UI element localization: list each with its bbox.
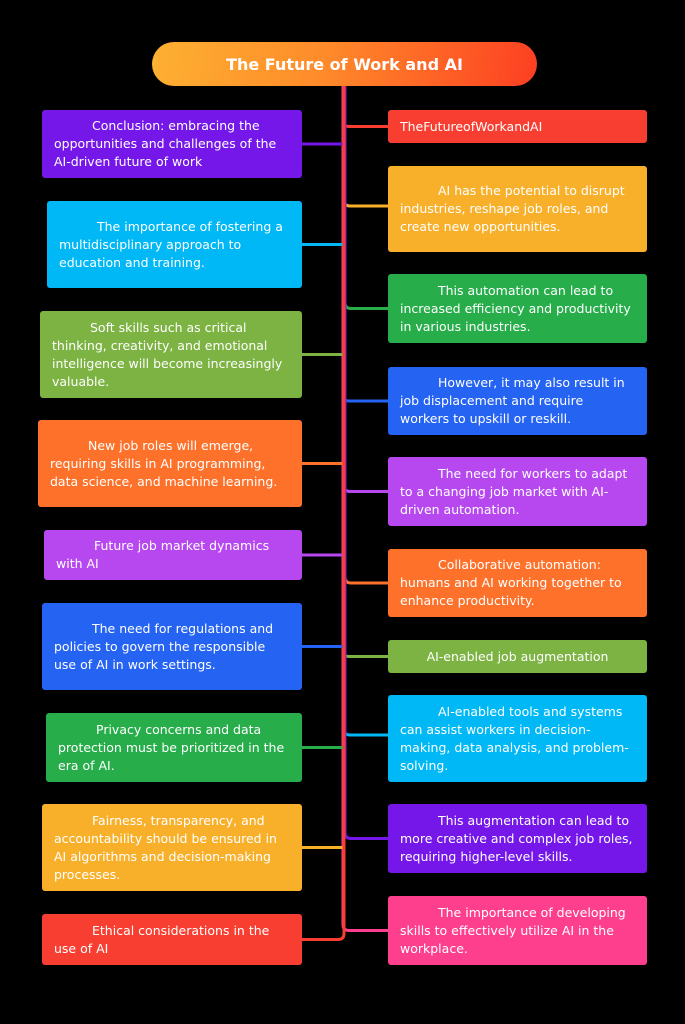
left-topic-ethical-considerations-in-the-use-of-ai[interactable]: Ethical considerations in the use of AI xyxy=(42,914,302,965)
right-topic-collaborative-automation-humans-and-ai-w[interactable]: Collaborative automation: humans and AI … xyxy=(388,549,647,617)
topic-label: However, it may also result in job displ… xyxy=(400,375,625,426)
right-topic-ai-enabled-tools-and-systems-can-assist-[interactable]: AI-enabled tools and systems can assist … xyxy=(388,695,647,782)
topic-label: AI-enabled tools and systems can assist … xyxy=(400,703,629,773)
topic-label: This augmentation can lead to more creat… xyxy=(400,812,633,864)
topic-label: Privacy concerns and data protection mus… xyxy=(58,721,285,773)
topic-label: The need for workers to adapt to a chang… xyxy=(400,465,628,517)
topic-label: Conclusion: embracing the opportunities … xyxy=(54,118,277,169)
root-topic-label: The Future of Work and AI xyxy=(226,54,463,74)
topic-label: The need for regulations and policies to… xyxy=(54,620,274,672)
left-topic-privacy-concerns-and-data-protection-mus[interactable]: Privacy concerns and data protection mus… xyxy=(46,713,302,782)
left-topic-the-need-for-regulations-and-policies-to[interactable]: The need for regulations and policies to… xyxy=(42,603,302,690)
topic-label: Fairness, transparency, and accountabili… xyxy=(54,812,277,882)
right-topic-ai-has-the-potential-to-disrupt-industri[interactable]: AI has the potential to disrupt industri… xyxy=(388,166,647,252)
right-topic-the-importance-of-developing-skills-to-e[interactable]: The importance of developing skills to e… xyxy=(388,896,647,965)
left-topic-the-importance-of-fostering-a-multidisci[interactable]: The importance of fostering a multidisci… xyxy=(47,201,302,288)
left-topic-fairness-transparency-and-accountability[interactable]: Fairness, transparency, and accountabili… xyxy=(42,804,302,891)
topic-label: Future job market dynamics with AI xyxy=(56,538,270,571)
topic-label: AI has the potential to disrupt industri… xyxy=(400,183,625,234)
root-topic[interactable]: The Future of Work and AI xyxy=(152,42,537,86)
left-topic-new-job-roles-will-emerge-requiring-skil[interactable]: New job roles will emerge, requiring ski… xyxy=(38,420,302,507)
topic-label: Ethical considerations in the use of AI xyxy=(54,922,270,956)
topic-label: The importance of developing skills to e… xyxy=(400,904,626,956)
right-topic-however-it-may-also-result-in-job-displa[interactable]: However, it may also result in job displ… xyxy=(388,367,647,435)
topic-label: Soft skills such as critical thinking, c… xyxy=(52,319,283,389)
right-topic-thefutureofworkandai[interactable]: TheFutureofWorkandAI xyxy=(388,110,647,143)
topic-label: AI-enabled job augmentation xyxy=(426,648,609,664)
topic-label: This automation can lead to increased ef… xyxy=(400,282,631,334)
left-topic-soft-skills-such-as-critical-thinking-cr[interactable]: Soft skills such as critical thinking, c… xyxy=(40,311,302,398)
right-topic-ai-enabled-job-augmentation[interactable]: AI-enabled job augmentation xyxy=(388,640,647,673)
left-topic-future-job-market-dynamics-with-ai[interactable]: Future job market dynamics with AI xyxy=(44,530,302,580)
right-topic-this-augmentation-can-lead-to-more-creat[interactable]: This augmentation can lead to more creat… xyxy=(388,804,647,873)
topic-label: The importance of fostering a multidisci… xyxy=(59,218,283,270)
topic-label: Collaborative automation: humans and AI … xyxy=(400,557,622,608)
right-topic-the-need-for-workers-to-adapt-to-a-chang[interactable]: The need for workers to adapt to a chang… xyxy=(388,457,647,526)
topic-label: New job roles will emerge, requiring ski… xyxy=(50,437,278,489)
topic-label: TheFutureofWorkandAI xyxy=(400,118,543,134)
left-topic-conclusion-embracing-the-opportunities-a[interactable]: Conclusion: embracing the opportunities … xyxy=(42,110,302,178)
right-topic-this-automation-can-lead-to-increased-ef[interactable]: This automation can lead to increased ef… xyxy=(388,274,647,343)
